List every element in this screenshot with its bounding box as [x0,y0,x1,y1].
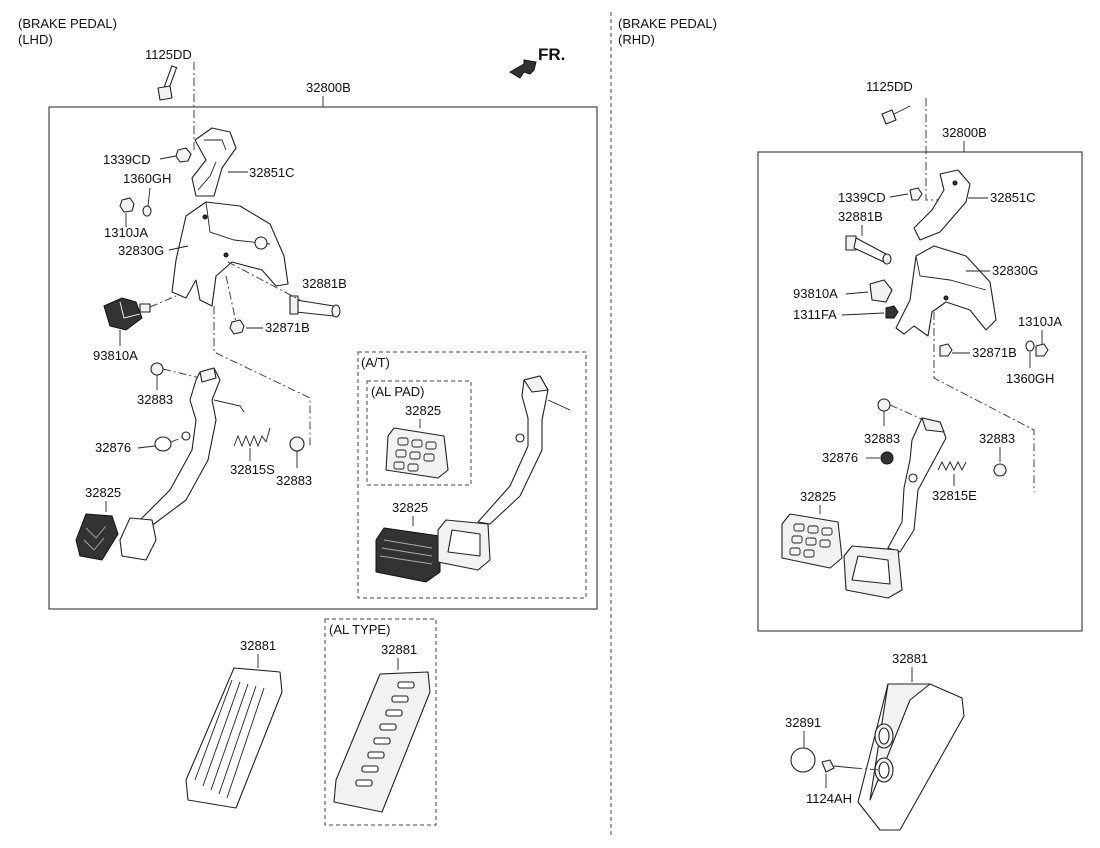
lhd-title: (BRAKE PEDAL) [18,16,117,31]
front-arrow-icon [509,59,537,79]
lhd-label-1360gh: 1360GH [123,171,171,186]
nut-icon [885,305,899,319]
bracket-32851c-icon [191,127,237,197]
rhd-label-32871b: 32871B [972,345,1017,360]
al-pedal-pad-icon [385,427,449,479]
lhd-label-32815s: 32815S [230,462,275,477]
at-pedal-pad-icon [437,519,491,571]
rhd-label-32815e: 32815E [932,488,977,503]
bolt-icon [821,759,855,773]
bolt-icon [881,105,911,125]
pedal-pad-icon [75,513,119,561]
bracket-32851c-icon [913,169,971,241]
al-type-label: 32881 [381,642,417,657]
at-pedal-pad-icon [375,527,441,583]
lhd-label-1125dd: 1125DD [145,47,192,62]
rhd-label-32851c: 32851C [990,190,1036,205]
lhd-subtitle: (LHD) [18,32,53,47]
al-type-title: (AL TYPE) [329,622,390,637]
al-accelerator-pedal-icon [333,671,431,813]
nut-icon [909,187,923,201]
rhd-label-1310ja: 1310JA [1018,314,1062,329]
lhd-label-32883-a: 32883 [137,392,173,407]
lhd-label-32851c: 32851C [249,165,295,180]
rhd-label-32883-b: 32883 [979,431,1015,446]
lhd-assembly-label: 32800B [306,80,351,95]
nut-icon [175,147,192,163]
rhd-assembly-box [757,151,1083,632]
washer-icon [142,205,152,217]
rhd-subtitle: (RHD) [618,32,655,47]
nut-icon [1035,343,1049,357]
lhd-label-32883-b: 32883 [276,473,312,488]
lhd-label-1310ja: 1310JA [104,225,148,240]
rhd-label-1360gh: 1360GH [1006,371,1054,386]
stopper-icon [880,451,894,465]
brake-pedal-arm-icon [139,367,245,525]
bolt-32881b-icon [289,295,341,318]
at-pad-label: 32825 [392,500,428,515]
brake-switch-icon [869,279,893,303]
lhd-label-32881b: 32881B [302,276,347,291]
rhd-label-32876: 32876 [822,450,858,465]
al-pad-title: (AL PAD) [371,384,424,399]
bushing-icon [993,463,1007,477]
rhd-label-32883-a: 32883 [864,431,900,446]
lhd-accel-label: 32881 [240,638,276,653]
cap-icon [790,747,816,773]
bushing-icon [150,362,164,376]
rhd-label-1311fa: 1311FA [793,307,837,322]
stopper-icon [154,436,172,452]
accelerator-pedal-icon [857,683,965,831]
bolt-icon [229,319,245,335]
lhd-label-32876: 32876 [95,440,131,455]
rhd-label-1125dd: 1125DD [866,79,913,94]
lhd-label-93810a: 93810A [93,348,138,363]
al-pedal-pad-icon [781,513,843,569]
washer-icon [1025,340,1035,352]
at-group-box [357,351,587,599]
lhd-label-32871b: 32871B [265,320,310,335]
lhd-label-32825: 32825 [85,485,121,500]
rhd-label-1339cd: 1339CD [838,190,886,205]
rhd-label-32830g: 32830G [992,263,1038,278]
rhd-label-32891: 32891 [785,715,821,730]
bushing-icon [289,436,305,452]
al-pad-box [366,380,472,486]
return-spring-icon [233,427,271,448]
rhd-label-1124ah: 1124AH [806,791,852,806]
lhd-label-1339cd: 1339CD [103,152,151,167]
at-group-title: (A/T) [361,355,390,370]
al-type-box [324,618,437,826]
bolt-icon [157,65,178,101]
pedal-pad-icon [119,517,157,561]
pedal-pad-icon [843,545,903,599]
bracket-32830g-icon [171,201,289,307]
bushing-icon [877,398,891,412]
rhd-title: (BRAKE PEDAL) [618,16,717,31]
bracket-32830g-icon [895,245,997,337]
at-pedal-arm-icon [477,375,571,525]
bolt-icon [939,343,953,357]
brake-pedal-arm-icon [887,417,947,553]
accelerator-pedal-icon [185,667,283,809]
front-label: FR. [538,45,565,64]
lhd-label-32830g: 32830G [118,243,164,258]
al-pad-label: 32825 [405,403,441,418]
return-spring-icon [937,460,967,472]
rhd-label-32825: 32825 [800,489,836,504]
rhd-accel-label: 32881 [892,651,928,666]
brake-switch-icon [103,297,151,331]
rhd-assembly-label: 32800B [942,125,987,140]
bolt-32881b-icon [845,235,892,265]
nut-icon [119,197,135,213]
rhd-label-93810a: 93810A [793,286,838,301]
rhd-label-32881b: 32881B [838,209,883,224]
